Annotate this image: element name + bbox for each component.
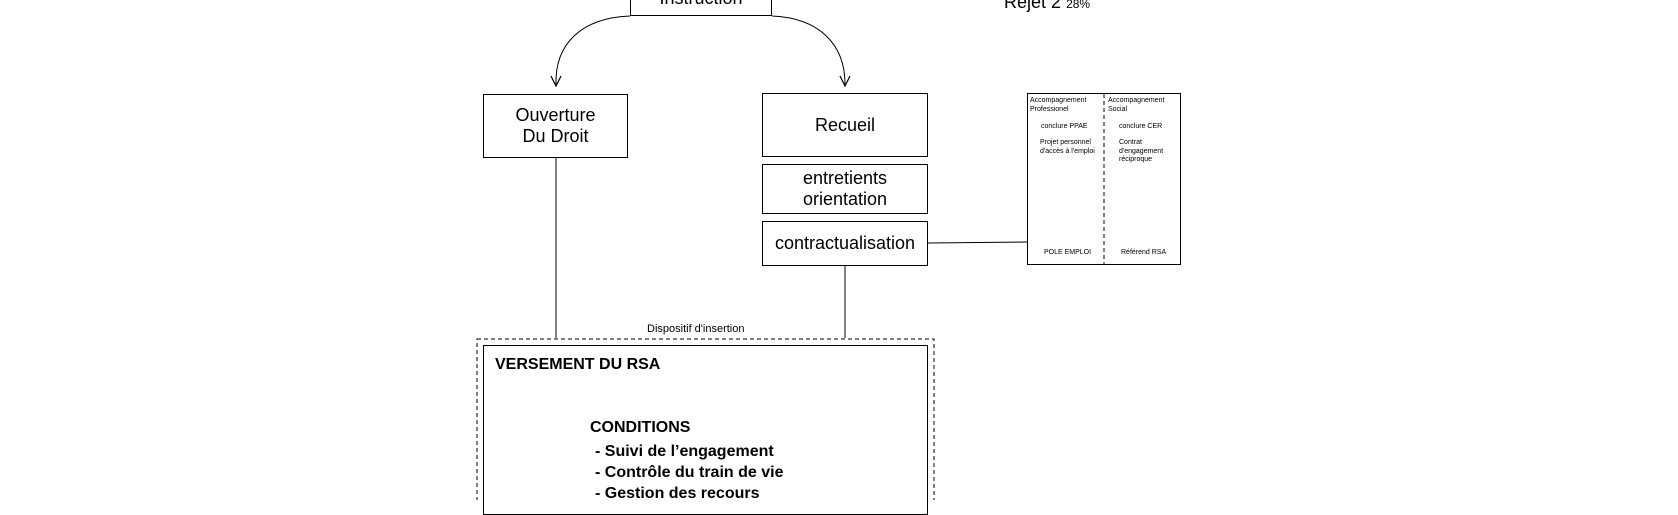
dispositif-frame [476, 338, 935, 500]
recueil-label: Recueil [814, 114, 876, 135]
accompagnement-pro-title: Accompagnement Professionel [1030, 97, 1086, 114]
arrow-instruction-to-ouverture [555, 15, 631, 85]
contractualisation-label: contractualisation [774, 233, 916, 253]
entretiens-line1: entretients [802, 168, 888, 188]
contractualisation-box: contractualisation [762, 221, 928, 266]
instruction-box: Instruction [630, 0, 772, 16]
condition-item: - Contrôle du train de vie [595, 464, 784, 481]
ouverture-line1: Ouverture [515, 105, 596, 125]
diagram-connectors [476, 15, 1105, 500]
recueil-box: Recueil [762, 93, 928, 157]
arrowhead-ouverture [550, 75, 562, 88]
accompagnement-social-item1: conclure CER [1119, 123, 1163, 130]
arrow-instruction-to-recueil [771, 15, 846, 85]
accompagnement-social-item2-line3: réciproque [1119, 156, 1153, 163]
accompagnement-social-footer: Référend RSA [1121, 249, 1167, 256]
arrowhead-recueil [839, 75, 851, 88]
accompagnement-social-title: Accompagnement Social [1108, 97, 1164, 114]
accompagnement-social-item2-line1: Contrat [1119, 139, 1142, 146]
accompagnement-pro-title2: Professionel [1030, 105, 1069, 113]
conditions-title: CONDITIONS [590, 419, 691, 436]
accompagnement-social-title1: Accompagnement [1108, 97, 1165, 104]
entretiens-box: entretients orientation [762, 164, 928, 214]
accompagnement-pro-item1: conclure PPAE [1041, 123, 1088, 130]
versement-title: VERSEMENT DU RSA [495, 356, 661, 373]
line-contractualisation-to-accompagnement [927, 241, 1029, 244]
rejet-label: Rejet 2 [1004, 0, 1062, 12]
accompagnement-pro-item2-line2: d'accès à l'emploi [1040, 147, 1095, 155]
conditions-list: - Suivi de l’engagement - Contrôle du tr… [595, 441, 783, 504]
accompagnement-pro-title1: Accompagnement [1030, 97, 1087, 104]
rejet-percent: 28% [1066, 0, 1091, 11]
ouverture-box: Ouverture Du Droit [483, 94, 628, 158]
accompagnement-social-title2: Social [1108, 105, 1128, 113]
entretiens-line2: orientation [802, 189, 888, 209]
accompagnement-social-item2: Contrat d'engagement réciproque [1119, 139, 1163, 165]
accompagnement-pro-item2: Projet personnel d'accès à l'emploi [1040, 139, 1095, 156]
instruction-label: Instruction [659, 0, 742, 9]
accompagnement-pro-footer: POLE EMPLOI [1044, 249, 1092, 256]
condition-item: - Suivi de l’engagement [595, 443, 774, 460]
accompagnement-pro-item2-line1: Projet personnel [1040, 139, 1091, 146]
rejet-label-group: Rejet 2 28% [1004, 0, 1090, 14]
ouverture-line2: Du Droit [522, 126, 589, 146]
accompagnement-social-item2-line2: d'engagement [1119, 147, 1164, 155]
condition-item: - Gestion des recours [595, 485, 760, 502]
accompagnement-panel [1027, 93, 1181, 265]
dispositif-label: Dispositif d'insertion [647, 323, 745, 335]
